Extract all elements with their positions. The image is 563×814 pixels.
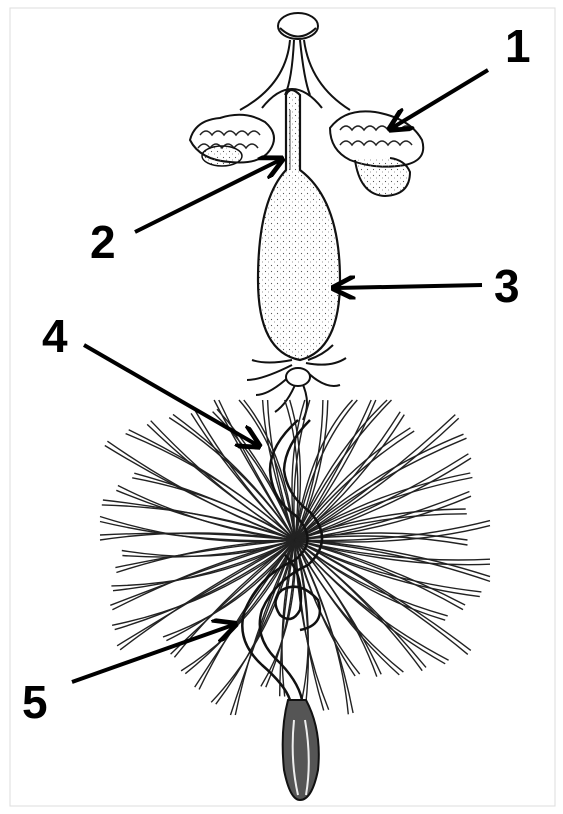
callout-number-3: 3 (494, 260, 520, 312)
arrow-1 (392, 70, 488, 128)
right-frilly-organ (330, 111, 423, 196)
arrow-4 (84, 345, 257, 445)
left-frilly-organ (190, 115, 274, 166)
callout-number-4: 4 (42, 310, 68, 362)
radiating-filaments (100, 400, 490, 715)
callout-number-2: 2 (90, 216, 116, 268)
arrow-3 (336, 285, 482, 288)
callout-number-5: 5 (22, 676, 48, 728)
filament (295, 418, 459, 540)
filament (151, 421, 295, 540)
callout-number-1: 1 (505, 20, 531, 72)
stigma (278, 13, 318, 39)
terminal-capsule (283, 700, 319, 800)
arrow-2 (135, 160, 280, 232)
